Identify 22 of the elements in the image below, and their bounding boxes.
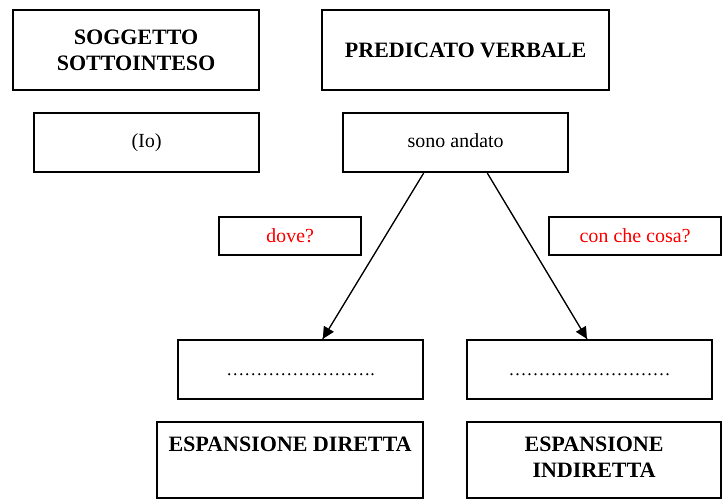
heading-box [156, 421, 424, 499]
answer-box [177, 339, 424, 400]
box-text: sono andato [407, 129, 504, 154]
answer-box [33, 112, 260, 173]
arrow [322, 172, 424, 340]
box-text: SOGGETTO SOTTOINTESO [56, 24, 216, 76]
arrow [486, 172, 588, 340]
question-box [218, 216, 362, 256]
heading-box [12, 9, 260, 91]
box-text: dove? [266, 224, 314, 249]
answer-box [466, 339, 713, 400]
box-text: (Io) [132, 129, 162, 154]
answer-box [342, 112, 569, 173]
box-text: con che cosa? [579, 224, 691, 249]
box-text: ……………………. [226, 358, 375, 381]
question-box [548, 216, 722, 256]
heading-box [321, 9, 610, 91]
box-text: ESPANSIONE DIRETTA [168, 431, 412, 457]
heading-box [466, 421, 722, 499]
box-text: ESPANSIONE INDIRETTA [524, 431, 664, 483]
box-text: ……………………… [508, 358, 670, 381]
box-text: PREDICATO VERBALE [344, 37, 586, 63]
